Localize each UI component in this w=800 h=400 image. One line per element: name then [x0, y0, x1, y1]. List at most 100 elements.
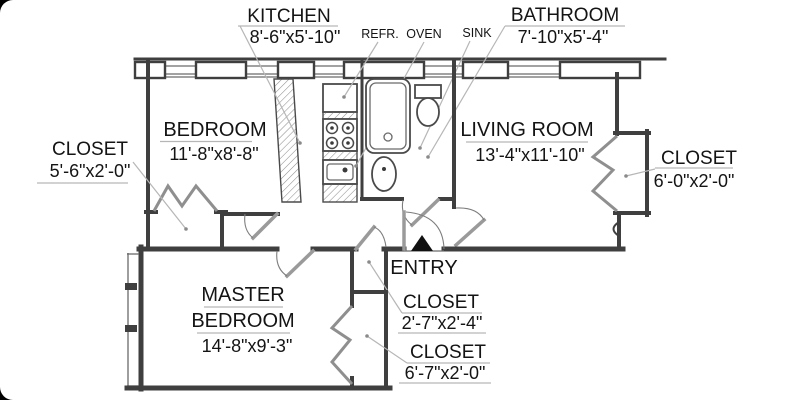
bifold-door: [152, 183, 219, 212]
wall-notch: [612, 220, 621, 238]
room-kitchen: KITCHEN 8'-6"x5'-10": [238, 6, 364, 203]
bathroom-basin: [371, 156, 397, 192]
closet-door-arc: [373, 226, 387, 248]
closet-entry-dims: 2'-7"x2'-4": [402, 313, 483, 333]
bathroom-label: BATHROOM: [511, 5, 619, 26]
leader-dot: [426, 155, 430, 159]
kitchen-dims: 8'-6"x5'-10": [250, 27, 341, 47]
burner-center: [330, 126, 334, 130]
bathroom-door-leaf: [409, 197, 441, 228]
corner-mask: [0, 374, 26, 400]
bedroom-dims: 11'-8"x8'-8": [169, 144, 258, 164]
room-bathroom: BATHROOM 7'-10"x5'-4": [360, 5, 625, 228]
living-room-door-arc: [455, 207, 485, 221]
basin-faucet: [382, 167, 386, 171]
closet-right-dims: 6'-0"x2'-0": [654, 171, 735, 191]
closet-right: CLOSET 6'-0"x2'-0": [590, 129, 737, 217]
kitchen-sink-basin: [326, 163, 354, 181]
living-room-label: LIVING ROOM: [460, 119, 593, 141]
oven-label: OVEN: [406, 27, 441, 41]
bathroom-dims: 7'-10"x5'-4": [518, 27, 609, 47]
wall-pier: [276, 60, 316, 80]
leader-dot: [184, 227, 188, 231]
wall-pier: [558, 60, 642, 80]
bathtub: [365, 78, 411, 154]
bedroom-label: BEDROOM: [163, 119, 266, 141]
leader-dot: [418, 146, 422, 150]
closet-master-label: CLOSET: [410, 342, 486, 363]
entry-door-arc: [405, 211, 445, 250]
leader-dot: [298, 141, 302, 145]
burner-center: [346, 126, 350, 130]
closet-door-leaf: [353, 224, 377, 252]
leader-dot: [365, 334, 369, 338]
master-label-line1: MASTER: [201, 284, 284, 306]
hall-door-arc: [244, 213, 254, 239]
living-room-dims: 13'-4"x11'-10": [475, 145, 584, 165]
toilet-bowl: [416, 97, 440, 127]
kitchen-sink-faucet: [342, 167, 348, 173]
closet-left-dims: 5'-6"x2'-0": [50, 161, 131, 181]
bathroom-leader: [427, 25, 506, 158]
counter-hatch: [322, 183, 358, 203]
closet-entry-label: CLOSET: [403, 292, 479, 313]
master-label-line2: BEDROOM: [191, 310, 294, 332]
closet-right-leader: [625, 168, 656, 177]
closet-left: CLOSET 5'-6"x2'-0": [37, 139, 224, 251]
appliance-labels: REFR. OVEN SINK: [342, 26, 492, 168]
wall-chase-hatched: [273, 78, 302, 203]
window-mullion: [125, 325, 137, 332]
closet-entry: CLOSET 2'-7"x2'-4": [350, 224, 486, 334]
closet-master-dims: 6'-7"x2'-0": [405, 363, 486, 383]
room-master-bedroom: MASTER BEDROOM 14'-8"x9'-3": [124, 211, 393, 392]
closet-master-leader: [366, 335, 408, 364]
bifold-door: [590, 134, 618, 213]
burner-center: [330, 141, 334, 145]
counter-hatch: [322, 111, 358, 120]
wall-pier: [461, 60, 510, 80]
wall-pier: [194, 60, 248, 80]
exterior-wall-top: [133, 57, 667, 80]
leader-dot: [367, 260, 371, 264]
corner-mask: [0, 0, 26, 26]
leader-dot: [354, 164, 358, 168]
room-living-room: LIVING ROOM 13'-4"x11'-10": [447, 60, 626, 252]
closet-right-label: CLOSET: [661, 148, 737, 169]
bathtub-inner: [369, 82, 407, 150]
burner: [341, 121, 355, 135]
wall-pier: [342, 60, 426, 80]
leader-dot: [342, 95, 346, 99]
living-room-door-leaf: [453, 217, 487, 248]
bifold-door: [329, 304, 354, 386]
kitchen-label: KITCHEN: [247, 6, 330, 27]
leader-dot: [624, 174, 628, 178]
room-bedroom: BEDROOM 11'-8"x8'-8": [144, 58, 302, 216]
master-door-arc: [276, 250, 288, 277]
refrigerator-leader: [343, 41, 379, 98]
frame-corners: [0, 0, 26, 400]
entry-marker-triangle: [411, 235, 433, 251]
closet-left-label: CLOSET: [52, 139, 128, 160]
counter-hatch: [322, 150, 358, 161]
refrigerator-label: REFR.: [361, 27, 399, 41]
closet-left-leader: [132, 161, 187, 230]
kitchen-leader: [239, 25, 301, 144]
entry-label: ENTRY: [390, 257, 457, 279]
entry-area: ENTRY: [381, 210, 458, 279]
sink-label: SINK: [462, 26, 492, 40]
burner: [341, 136, 355, 150]
closet-entry-leader: [368, 261, 403, 314]
master-dims: 14'-8"x9'-3": [202, 336, 293, 356]
burner-center: [346, 141, 350, 145]
burner: [325, 136, 339, 150]
refrigerator: [322, 83, 358, 113]
toilet-tank: [414, 84, 442, 99]
burner: [325, 121, 339, 135]
master-door-leaf: [284, 248, 316, 279]
bathtub-drain: [383, 132, 393, 142]
hall-door-leaf: [250, 211, 280, 241]
closet-master: CLOSET 6'-7"x2'-0": [329, 290, 491, 390]
window-mullion: [125, 283, 137, 290]
